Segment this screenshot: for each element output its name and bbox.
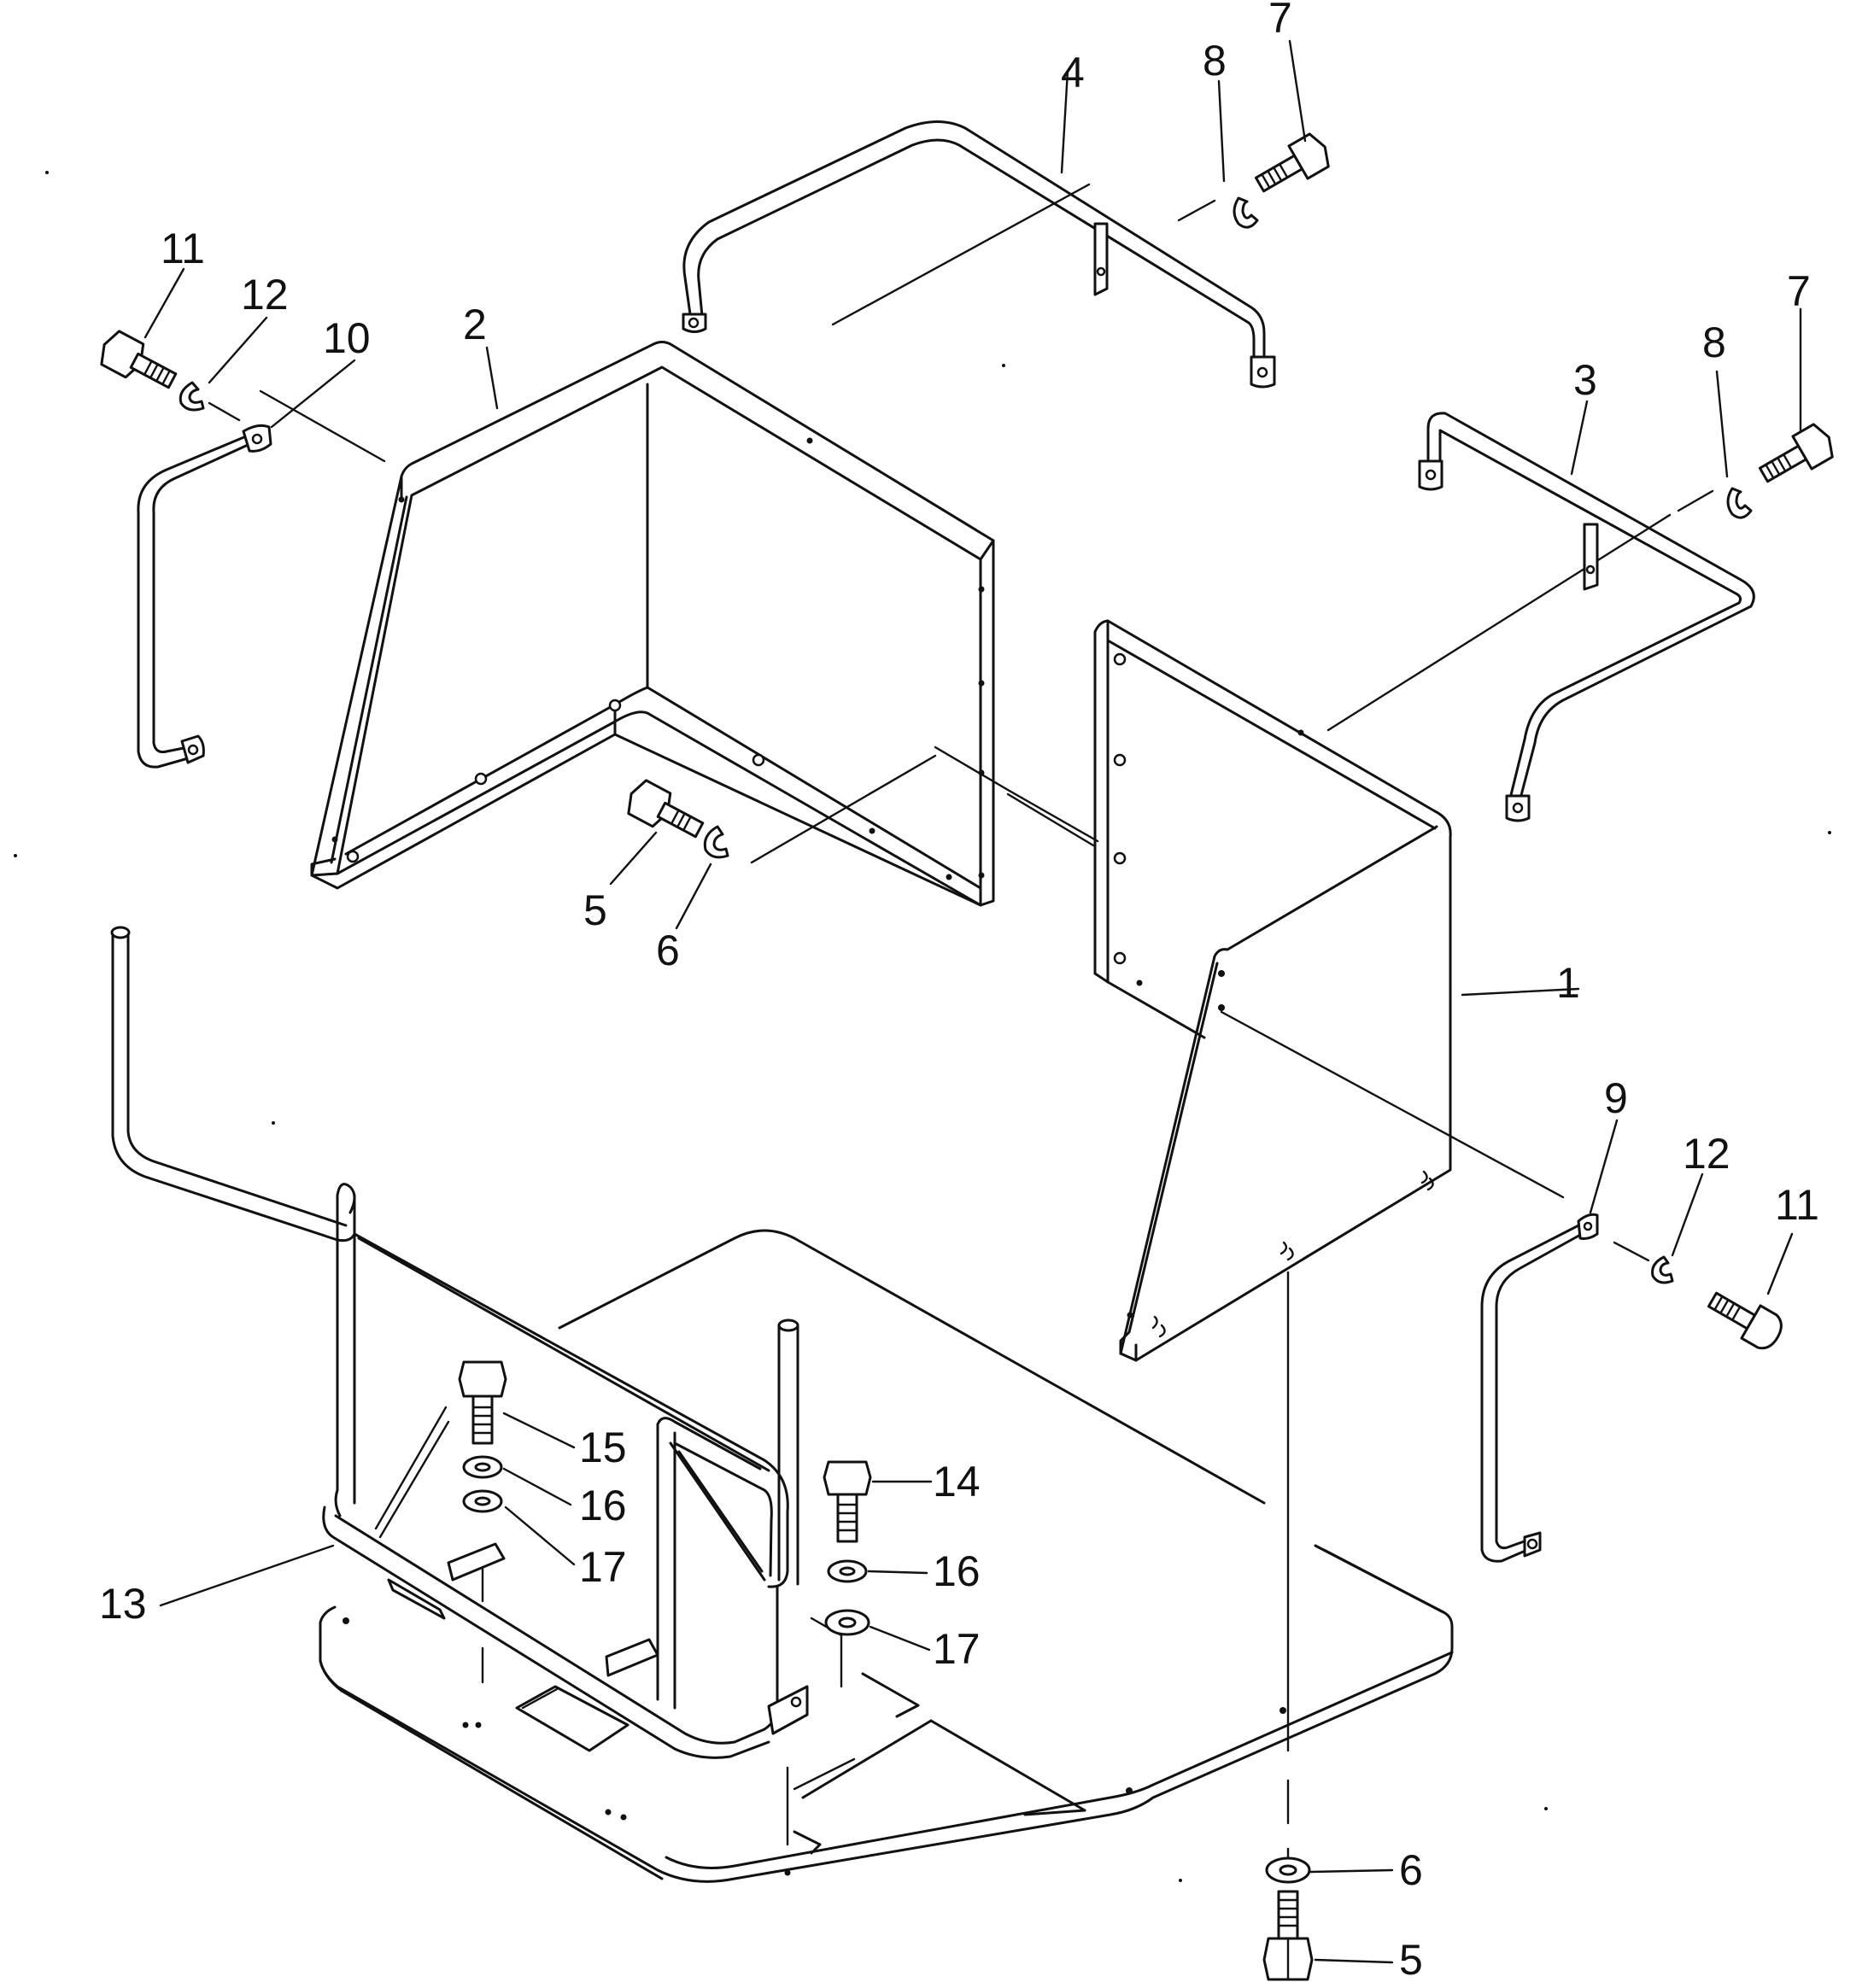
callout-2: 2: [463, 301, 487, 348]
callout-14: 14: [933, 1458, 981, 1506]
bolt-7-top: [1254, 132, 1330, 193]
spring-washer-6-center: [703, 825, 729, 859]
cover-panel-1: [1093, 619, 1452, 1362]
bolt-5-bottom: [1262, 1890, 1314, 1981]
callout-8: 8: [1203, 37, 1227, 85]
spring-washer-12-left: [179, 381, 205, 412]
callout-12: 12: [241, 271, 289, 319]
handrail-9: [1480, 1213, 1599, 1563]
scan-specks: [14, 171, 1831, 1882]
bolt-7-right: [1758, 423, 1834, 483]
callout-11: 11: [161, 225, 205, 272]
spring-washer-6-bottom: [1265, 1856, 1311, 1884]
plain-washer-17-right: [824, 1609, 870, 1636]
spring-washer-12-right: [1651, 1255, 1674, 1284]
handrail-10: [137, 424, 272, 769]
bolt-11-right: [1707, 1291, 1783, 1350]
cover-panel-2: [310, 341, 995, 907]
callout-15: 15: [579, 1424, 627, 1471]
callout-16: 16: [933, 1547, 981, 1595]
bolt-11-left: [100, 330, 178, 389]
bolt-15: [458, 1360, 507, 1445]
bolt-5-center: [627, 779, 705, 839]
callout-9: 9: [1604, 1074, 1628, 1122]
callout-8: 8: [1702, 319, 1726, 366]
callout-5: 5: [1399, 1936, 1423, 1984]
callout-16: 16: [579, 1482, 627, 1529]
handrail-13: [110, 926, 809, 1759]
callout-6: 6: [656, 927, 680, 974]
bolt-14: [823, 1460, 872, 1543]
callout-labels: 1 2 3 4 5 5 6 6 7 7 8 8 9 10 11 11 12 12…: [99, 0, 1819, 1984]
plain-washer-17-left: [462, 1489, 503, 1513]
callout-7: 7: [1787, 267, 1811, 315]
callout-17: 17: [933, 1625, 981, 1673]
callout-3: 3: [1573, 356, 1597, 404]
callout-1: 1: [1556, 959, 1580, 1007]
callout-17: 17: [579, 1543, 627, 1591]
callout-leaders: [143, 39, 1802, 1964]
callout-4: 4: [1061, 49, 1085, 96]
callout-12: 12: [1683, 1130, 1730, 1178]
callout-7: 7: [1268, 0, 1292, 42]
spring-washer-8-right: [1726, 487, 1753, 519]
callout-13: 13: [99, 1580, 147, 1628]
spring-washer-8-top: [1233, 196, 1259, 229]
assembly-center-lines: [208, 183, 1714, 1868]
handrail-4: [682, 120, 1276, 389]
base-plate: [319, 1229, 1454, 1883]
handrail-3: [1418, 412, 1755, 822]
callout-10: 10: [323, 314, 371, 362]
spring-washer-16-right: [827, 1559, 868, 1583]
callout-11: 11: [1775, 1181, 1819, 1229]
spring-washer-16-left: [462, 1455, 503, 1479]
callout-5: 5: [583, 886, 607, 934]
callout-6: 6: [1399, 1846, 1423, 1894]
